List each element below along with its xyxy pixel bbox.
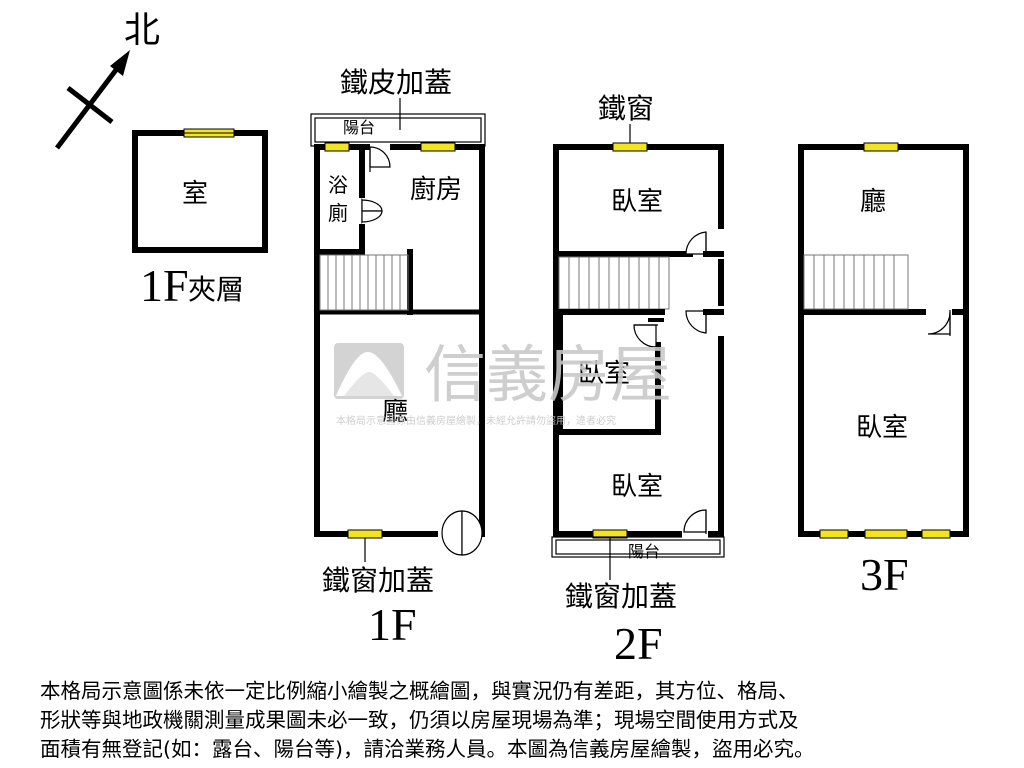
floor1-roof-label: 鐵皮加蓋 <box>340 66 452 99</box>
floor1-bath-label-1: 浴 <box>328 173 348 197</box>
mezzanine-floor-suffix: 夾層 <box>188 273 244 306</box>
watermark-logo-icon <box>334 343 404 399</box>
floor2-bedroom-top-label: 臥室 <box>611 187 663 217</box>
disclaimer: 本格局示意圖係未依一定比例縮小繪製之概繪圖，與實況仍有差距，其方位、格局、 形狀… <box>40 677 1000 764</box>
floor2-floor-label: 2F <box>614 618 663 669</box>
floor2-bottom-label: 鐵窗加蓋 <box>565 580 677 613</box>
floor3-window-top <box>863 142 899 152</box>
floor3-stairs <box>803 254 909 310</box>
floor1-balcony-door-icon <box>369 144 391 172</box>
floor1-balcony-label: 陽台 <box>343 118 375 137</box>
watermark-brand: 信義房屋 <box>424 338 672 411</box>
watermark-notice: 本格局示意圖係由信義房屋繪製，未經允許請勿盜用，違者必究 <box>336 414 616 427</box>
floor2-bedroom-mid-label: 臥室 <box>578 359 630 389</box>
floor2-bedroom-bottom-label: 臥室 <box>611 472 663 502</box>
floor1-kitchen-label: 廚房 <box>410 175 462 205</box>
north-arrow-icon <box>110 50 130 76</box>
floor3-window-bottom-left <box>819 529 849 539</box>
mezzanine-plan: 室 1F 夾層 <box>132 128 268 311</box>
floor3-window-bottom-mid <box>864 529 908 539</box>
floor2-balcony-label: 陽台 <box>628 542 660 561</box>
floor1-bath-label-2: 廁 <box>328 201 348 225</box>
floor1-entry-door-icon <box>438 510 483 556</box>
floor2-window-top <box>612 142 648 152</box>
floor1-window-top-left <box>324 142 350 152</box>
disclaimer-line-2: 形狀等與地政機關測量成果圖未必一致，仍須以房屋現場為準；現場空間使用方式及 <box>40 708 799 732</box>
floor-1-plan: 鐵皮加蓋 陽台 <box>310 66 486 650</box>
compass: 北 <box>55 10 160 150</box>
floor3-bedroom-label: 臥室 <box>856 413 908 443</box>
floor2-upper-door-icon <box>685 229 724 259</box>
floor1-stairs <box>319 254 409 311</box>
floor2-stairs <box>558 256 670 310</box>
floor1-window-top-right <box>420 142 456 152</box>
floor3-floor-label: 3F <box>860 549 909 600</box>
mezzanine-floor-label: 1F <box>140 260 189 311</box>
mezzanine-room-label: 室 <box>182 179 208 209</box>
floor2-top-label: 鐵窗 <box>598 92 654 125</box>
watermark: 信義房屋 本格局示意圖係由信義房屋繪製，未經允許請勿盜用，違者必究 <box>334 338 672 427</box>
disclaimer-line-1: 本格局示意圖係未依一定比例縮小繪製之概繪圖，與實況仍有差距，其方位、格局、 <box>40 679 799 703</box>
floor-2-plan: 鐵窗 陽台 <box>551 92 725 669</box>
floor1-hall-label: 廳 <box>382 397 408 427</box>
floor1-bottom-label: 鐵窗加蓋 <box>322 564 434 597</box>
floor-3-plan: 廳 臥室 3F <box>798 142 969 600</box>
floor3-window-bottom-right <box>921 529 951 539</box>
compass-north-label: 北 <box>124 10 160 51</box>
disclaimer-line-3: 面積有無登記(如：露台、陽台等)，請洽業務人員。本圖為信義房屋繪製，盜用必究。 <box>40 737 815 761</box>
floor2-bottom-door-icon <box>682 509 708 538</box>
floor1-floor-label: 1F <box>368 599 417 650</box>
floor3-door-icon <box>926 308 952 336</box>
floor2-middle-door-icon <box>685 306 724 336</box>
floor1-window-bottom <box>347 529 383 539</box>
floor2-inner-door-icon <box>633 324 658 348</box>
floor1-bath-door-icon <box>358 197 383 225</box>
floor3-hall-label: 廳 <box>860 187 886 217</box>
